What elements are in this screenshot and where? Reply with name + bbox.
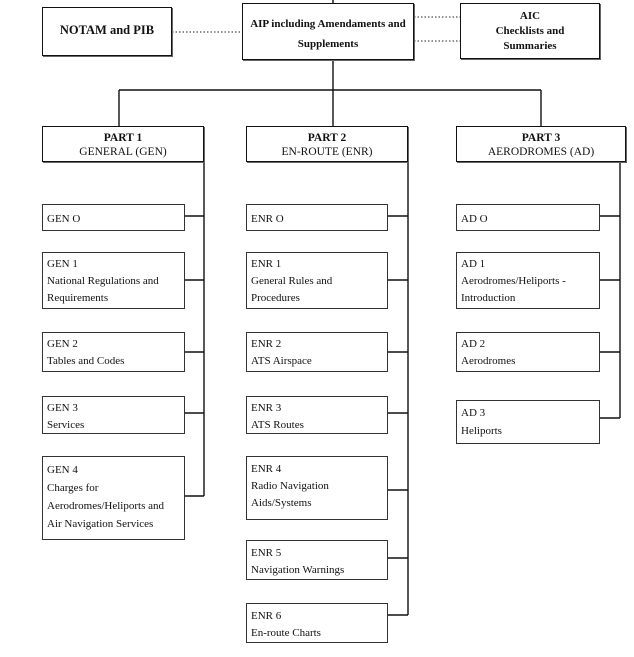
item-code: ENR 5: [251, 547, 282, 559]
item-text: Heliports: [461, 425, 502, 437]
enr-3-box: ENR 3 ATS Routes: [246, 396, 388, 434]
part-title: PART 2: [307, 132, 347, 144]
gen-4-box: GEN 4 Charges for Aerodromes/Heliports a…: [42, 456, 185, 540]
enr-2-box: ENR 2 ATS Airspace: [246, 332, 388, 372]
part-subtitle: EN-ROUTE (ENR): [281, 146, 373, 158]
box-text: NOTAM and PIB: [59, 23, 155, 37]
item-code: ENR 1: [251, 258, 282, 270]
item-text: Services: [47, 419, 85, 431]
box-text: Checklists and: [495, 25, 565, 37]
item-text: Aerodromes/Heliports and: [47, 500, 164, 512]
part-title: PART 3: [521, 132, 561, 144]
enr-0-box: ENR O: [246, 204, 388, 231]
ad-1-box: AD 1 Aerodromes/Heliports - Introduction: [456, 252, 600, 309]
aic-box: AIC Checklists and Summaries: [460, 3, 600, 59]
item-text: Aids/Systems: [251, 497, 312, 509]
item-text: Navigation Warnings: [251, 564, 345, 576]
item-text: ATS Airspace: [251, 355, 312, 367]
aip-box: AIP including Amendaments and Supplement…: [242, 3, 414, 60]
notam-pib-box: NOTAM and PIB: [42, 7, 172, 56]
item-code: AD 2: [461, 338, 486, 350]
enr-4-box: ENR 4 Radio Navigation Aids/Systems: [246, 456, 388, 520]
part2-header: PART 2 EN-ROUTE (ENR): [246, 126, 408, 162]
gen-1-box: GEN 1 National Regulations and Requireme…: [42, 252, 185, 309]
enr-5-box: ENR 5 Navigation Warnings: [246, 540, 388, 580]
item-text: En-route Charts: [251, 627, 321, 639]
item-text: National Regulations and: [47, 275, 159, 287]
item-code: GEN 3: [47, 402, 78, 414]
ad-2-box: AD 2 Aerodromes: [456, 332, 600, 372]
item-text: Requirements: [47, 292, 109, 304]
part3-header: PART 3 AERODROMES (AD): [456, 126, 626, 162]
item-code: ENR 4: [251, 463, 282, 475]
item-code: GEN 2: [47, 338, 78, 350]
gen-2-box: GEN 2 Tables and Codes: [42, 332, 185, 372]
part-subtitle: GENERAL (GEN): [79, 146, 167, 158]
part-title: PART 1: [103, 132, 143, 144]
box-text: AIP including Amendaments and: [250, 18, 406, 30]
item-text: Charges for: [47, 482, 99, 494]
ad-3-box: AD 3 Heliports: [456, 400, 600, 444]
gen-3-box: GEN 3 Services: [42, 396, 185, 434]
item-code: AD 3: [461, 407, 486, 419]
item-text: Air Navigation Services: [47, 518, 154, 530]
box-text: Summaries: [503, 40, 557, 52]
item-text: General Rules and: [251, 275, 333, 287]
item-text: ATS Routes: [251, 419, 304, 431]
item-text: Introduction: [461, 292, 516, 304]
box-text: Supplements: [297, 38, 359, 50]
enr-6-box: ENR 6 En-route Charts: [246, 603, 388, 643]
item-text: Procedures: [251, 292, 300, 304]
part-subtitle: AERODROMES (AD): [487, 146, 595, 158]
item-code: GEN 4: [47, 464, 78, 476]
item-text: Radio Navigation: [251, 480, 329, 492]
part1-header: PART 1 GENERAL (GEN): [42, 126, 204, 162]
item-code: GEN O: [47, 213, 81, 225]
item-code: AD O: [461, 213, 488, 225]
item-text: Tables and Codes: [47, 355, 125, 367]
item-text: Aerodromes: [461, 355, 516, 367]
item-code: ENR O: [251, 213, 284, 225]
item-code: AD 1: [461, 258, 486, 270]
box-text: AIC: [519, 10, 541, 22]
item-code: GEN 1: [47, 258, 78, 270]
item-text: Aerodromes/Heliports -: [461, 275, 566, 287]
item-code: ENR 2: [251, 338, 282, 350]
ad-0-box: AD O: [456, 204, 600, 231]
item-code: ENR 6: [251, 610, 282, 622]
gen-0-box: GEN O: [42, 204, 185, 231]
enr-1-box: ENR 1 General Rules and Procedures: [246, 252, 388, 309]
item-code: ENR 3: [251, 402, 282, 414]
